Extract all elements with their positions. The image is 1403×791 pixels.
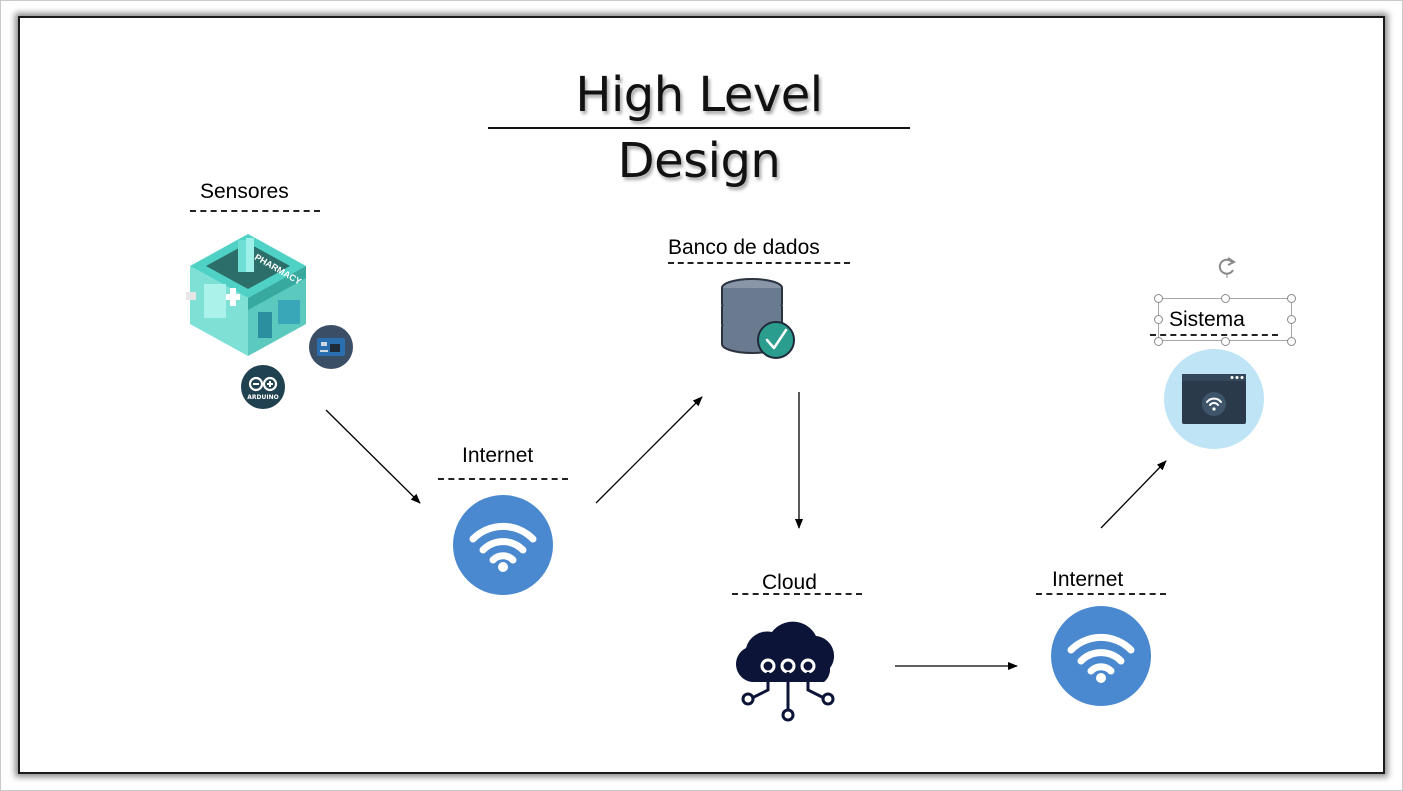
circuit-board-icon xyxy=(309,325,353,369)
rotate-handle-icon[interactable] xyxy=(1214,254,1240,278)
resize-handle[interactable] xyxy=(1287,337,1296,346)
label-underline xyxy=(1150,334,1278,336)
arduino-logo-icon: ARDUINO xyxy=(241,365,285,409)
resize-handle[interactable] xyxy=(1221,337,1230,346)
title-underline xyxy=(488,127,910,129)
node-label-cloud[interactable]: Cloud xyxy=(762,571,817,594)
resize-handle[interactable] xyxy=(1287,315,1296,324)
resize-handle[interactable] xyxy=(1154,294,1163,303)
cloud-network-icon xyxy=(736,621,835,722)
diagram-title: High Level Design xyxy=(575,67,823,189)
wifi-icon xyxy=(1051,606,1151,706)
node-label-banco-de-dados[interactable]: Banco de dados xyxy=(668,236,820,259)
label-underline xyxy=(190,210,320,212)
node-label-sistema[interactable]: Sistema xyxy=(1169,308,1245,331)
wifi-icon xyxy=(453,495,553,595)
label-underline xyxy=(732,593,862,595)
label-underline xyxy=(438,478,568,480)
arduino-logo-text: ARDUINO xyxy=(247,394,278,401)
node-label-internet-2[interactable]: Internet xyxy=(1052,568,1124,591)
label-underline xyxy=(668,262,850,264)
resize-handle[interactable] xyxy=(1287,294,1296,303)
resize-handle[interactable] xyxy=(1154,337,1163,346)
node-label-sensores[interactable]: Sensores xyxy=(200,180,289,203)
pharmacy-building-icon xyxy=(186,234,306,356)
resize-handle[interactable] xyxy=(1221,294,1230,303)
resize-handle[interactable] xyxy=(1154,315,1163,324)
browser-wifi-icon xyxy=(1164,349,1264,449)
label-underline xyxy=(1036,593,1166,595)
node-label-internet-1[interactable]: Internet xyxy=(462,444,534,467)
database-check-icon xyxy=(721,278,795,359)
